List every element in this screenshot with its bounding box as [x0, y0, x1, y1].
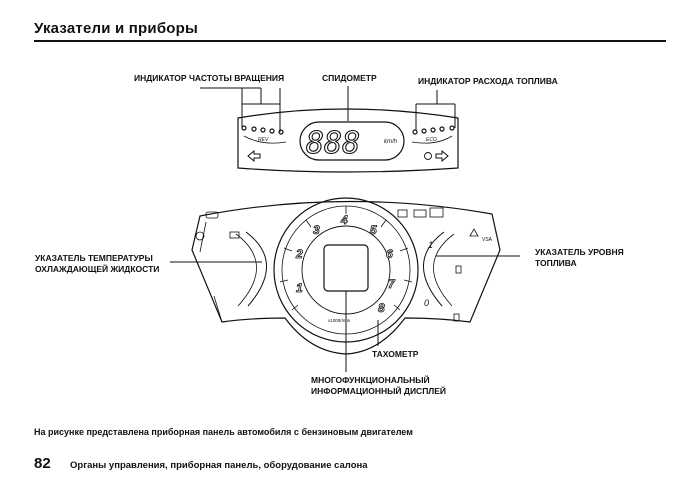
tach-number-5: 5 [370, 223, 377, 237]
page-title: Указатели и приборы [34, 20, 199, 37]
page-number: 82 [34, 455, 51, 472]
fuel-consumption-leader-line [415, 90, 456, 130]
figure-caption: На рисунке представлена приборная панель… [34, 427, 413, 437]
brake-warning-icon [195, 231, 205, 241]
tach-unit: x1000r/min [328, 318, 351, 323]
fuel-pump-icon [455, 265, 462, 274]
eco-indicator-dots [412, 125, 455, 135]
right-turn-arrow-icon [435, 149, 449, 163]
temp-gauge-arc [245, 231, 267, 307]
speed-digits: 888 [306, 126, 360, 161]
tach-number-3: 3 [313, 223, 320, 237]
tach-number-4: 4 [340, 213, 348, 227]
upper-display-outline [237, 108, 459, 173]
tach-number-1: 1 [296, 281, 303, 295]
title-rule [34, 40, 666, 42]
fuel-consumption-indicator-label: ИНДИКАТОР РАСХОДА ТОПЛИВА [418, 76, 558, 86]
mid-label-line1: МНОГОФУНКЦИОНАЛЬНЫЙ [311, 375, 430, 385]
warning-triangle-icon [469, 228, 479, 237]
tachometer-label: ТАХОМЕТР [372, 349, 419, 359]
mid-label-line2: ИНФОРМАЦИОННЫЙ ДИСПЛЕЙ [311, 386, 447, 396]
rev-text: REV [258, 137, 269, 143]
rev-indicator-label: ИНДИКАТОР ЧАСТОТЫ ВРАЩЕНИЯ [134, 73, 285, 83]
fuel-level-label-line1: УКАЗАТЕЛЬ УРОВНЯ [535, 247, 624, 257]
speed-digit-frame [299, 121, 405, 161]
cluster-outline [191, 200, 501, 355]
coolant-temp-label-line1: УКАЗАТЕЛЬ ТЕМПЕРАТУРЫ [35, 253, 153, 263]
speedometer-label: СПИДОМЕТР [322, 73, 377, 83]
info-icon [424, 152, 432, 160]
top-indicator-icon-1 [397, 209, 408, 218]
battery-warning-icon [229, 231, 240, 239]
low-fuel-icon [453, 313, 460, 322]
section-title: Органы управления, приборная панель, обо… [70, 460, 368, 471]
vsa-label: VSA [482, 237, 493, 243]
tach-number-2: 2 [295, 247, 303, 261]
speed-unit: km/h [384, 139, 398, 145]
left-turn-arrow-icon [247, 149, 261, 163]
fuel-level-label-line2: ТОПЛИВА [535, 258, 577, 268]
mid-display-screen [323, 244, 369, 292]
tach-number-6: 6 [386, 247, 393, 261]
engine-warning-icon [205, 211, 219, 219]
eco-text: ECO [426, 137, 437, 143]
top-indicator-icon-2 [413, 209, 427, 218]
tach-number-8: 8 [378, 301, 385, 315]
tachometer-ticks [279, 206, 413, 311]
rev-leader-line [200, 87, 281, 132]
top-indicator-icon-3 [429, 207, 444, 218]
tach-number-7: 7 [388, 277, 396, 291]
fuel-gauge-arc [423, 231, 445, 307]
rev-indicator-dots [241, 125, 284, 135]
fuel-scale-full: 1 [428, 240, 433, 250]
fuel-scale-empty: 0 [424, 298, 429, 308]
coolant-temp-label-line2: ОХЛАЖДАЮЩЕЙ ЖИДКОСТИ [35, 264, 160, 274]
